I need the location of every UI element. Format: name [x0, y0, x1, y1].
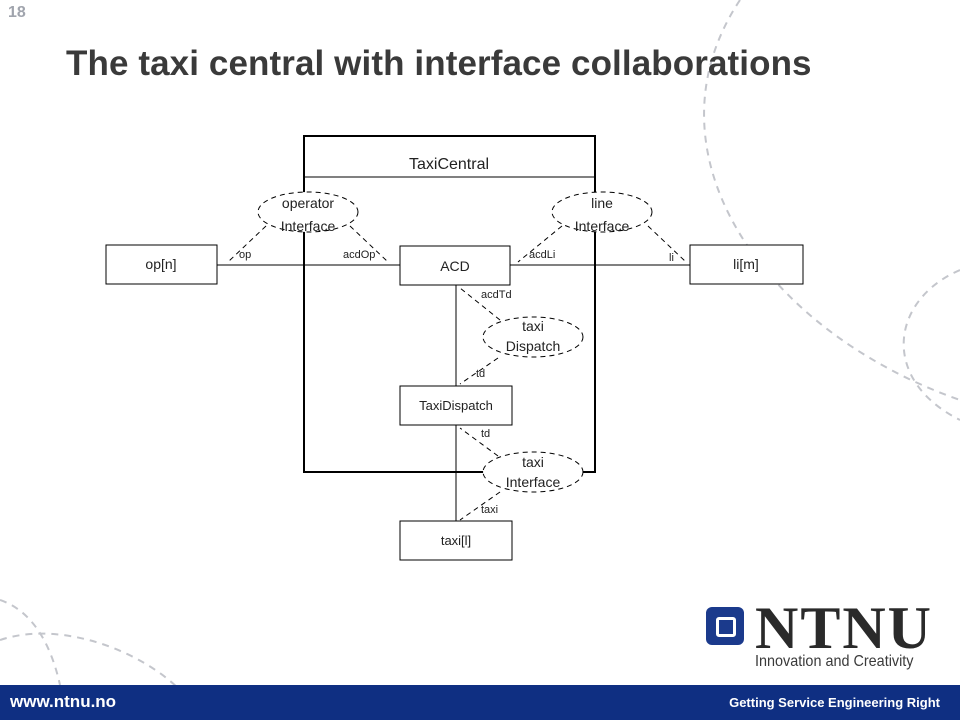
role-td-lower: td	[481, 428, 490, 440]
role-td-upper: td	[476, 368, 485, 380]
bg-arc-bottom-left	[0, 632, 181, 691]
binding-dispatch-td	[459, 357, 499, 385]
role-acdop: acdOp	[343, 249, 375, 261]
role-acdtd: acdTd	[481, 289, 512, 301]
role-acdli: acdLi	[529, 249, 555, 261]
part-li-label: li[m]	[733, 256, 759, 272]
connectors	[217, 264, 690, 521]
part-taxi-box	[399, 520, 513, 561]
collab-line-line2: Interface	[575, 218, 630, 234]
footer-url-link[interactable]: www.ntnu.no	[10, 692, 117, 711]
collaboration-bindings	[227, 225, 687, 521]
part-acd-label: ACD	[440, 258, 470, 274]
binding-line-li	[647, 225, 687, 263]
slide-title: The taxi central with interface collabor…	[66, 44, 812, 83]
ntnu-logo-mark	[706, 607, 744, 645]
collab-dispatch-line1: taxi	[522, 318, 544, 334]
bg-arc-large	[703, 0, 960, 401]
binding-line-acd	[517, 225, 563, 263]
part-op-box	[105, 244, 218, 285]
bg-arc-bottom-left-2	[0, 599, 61, 686]
collab-operator-interface	[257, 191, 359, 233]
part-taxidispatch-box	[399, 385, 513, 426]
bg-arc-right	[902, 269, 960, 421]
part-op-label: op[n]	[145, 256, 176, 272]
collab-dispatch-line2: Dispatch	[506, 338, 560, 354]
collab-taxi-dispatch	[482, 316, 584, 358]
collab-taxi-line2: Interface	[506, 474, 561, 490]
collab-line-interface	[551, 191, 653, 233]
collab-taxi-line1: taxi	[522, 454, 544, 470]
collab-line-line1: line	[591, 195, 613, 211]
part-taxidispatch-label: TaxiDispatch	[419, 398, 493, 413]
role-li: li	[669, 252, 674, 264]
role-op: op	[239, 249, 251, 261]
ntnu-logo-word: NTNU	[755, 595, 934, 661]
role-taxi: taxi	[481, 504, 498, 516]
taxicentral-frame	[303, 135, 596, 473]
part-acd-box	[399, 245, 511, 286]
collab-taxi-interface	[482, 451, 584, 493]
footer-tagline: Getting Service Engineering Right	[729, 695, 940, 710]
ntnu-logo-mark-inner	[716, 617, 736, 637]
part-li-box	[689, 244, 804, 285]
ntnu-logo	[700, 600, 940, 675]
binding-taxi-taxi	[459, 491, 501, 521]
slide-number: 18	[8, 4, 26, 21]
taxicentral-label: TaxiCentral	[409, 156, 489, 173]
collab-operator-line1: operator	[282, 195, 334, 211]
binding-taxi-td	[459, 427, 499, 457]
collab-operator-line2: Interface	[281, 218, 336, 234]
part-taxi-label: taxi[l]	[441, 533, 471, 548]
ntnu-logo-tagline: Innovation and Creativity	[755, 653, 914, 670]
footer-bar: www.ntnu.no Getting Service Engineering …	[0, 685, 960, 720]
